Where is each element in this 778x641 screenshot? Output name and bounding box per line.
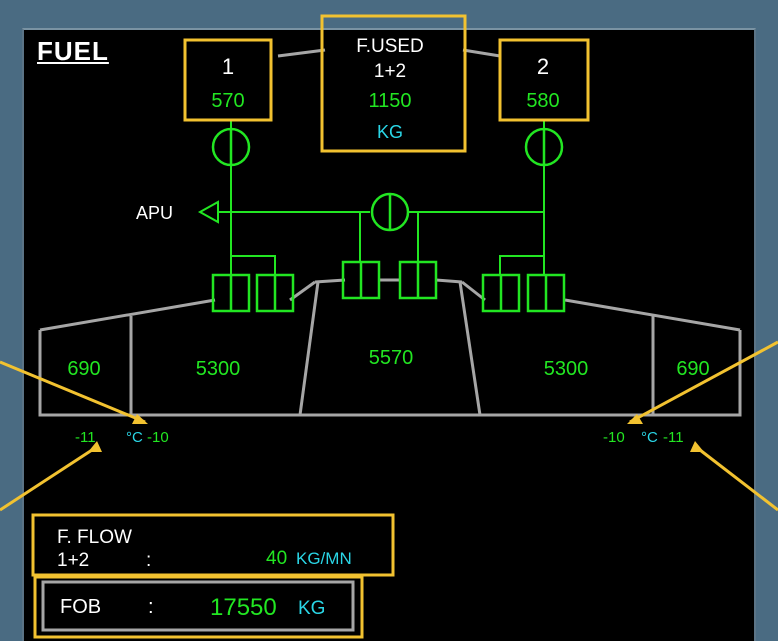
left-outer-temp: -11 xyxy=(75,429,96,446)
engine-1-label: 1 xyxy=(222,54,234,79)
fob-value: 17550 xyxy=(210,594,277,621)
callout-right-outer-temp xyxy=(699,448,778,512)
highlight-annotations xyxy=(0,14,778,639)
fuel-used-engines-label: 1+2 xyxy=(374,61,406,82)
fuel-flow-value: 40 xyxy=(266,548,287,569)
engine-1-fuel-used-value: 570 xyxy=(211,90,244,112)
crossfeed-valve-icon xyxy=(370,192,410,232)
fob-highlight-box xyxy=(33,575,364,639)
right-temp-unit: °C xyxy=(641,429,658,446)
left-inner-pump-2-icon xyxy=(255,273,295,313)
right-inner-pump-2-icon xyxy=(526,273,566,313)
left-temp-unit: °C xyxy=(126,429,143,446)
fob-label: FOB xyxy=(60,596,101,618)
apu-label: APU xyxy=(136,203,173,223)
fob-frame xyxy=(41,580,355,632)
engine-2-label: 2 xyxy=(537,54,549,79)
display-bezel xyxy=(22,28,756,641)
right-outer-temp: -11 xyxy=(663,429,684,446)
tank-right-inner-qty: 5300 xyxy=(544,358,589,380)
wing-tank-outline xyxy=(38,48,742,417)
callout-left-inner-temp xyxy=(0,360,146,424)
engine-2-lp-valve-icon xyxy=(524,127,564,167)
fuel-flow-highlight-box xyxy=(31,513,395,577)
left-inner-temp: -10 xyxy=(147,429,169,446)
engine-1-lp-valve-icon xyxy=(211,127,251,167)
fuel-flow-separator: : xyxy=(146,550,151,571)
fuel-used-label: F.USED xyxy=(356,36,424,57)
fob-unit: KG xyxy=(298,598,325,619)
right-inner-pump-1-icon xyxy=(481,273,521,313)
callout-right-inner-temp xyxy=(629,340,778,424)
fuel-used-highlight-box xyxy=(320,14,467,153)
fuel-flow-unit: KG/MN xyxy=(296,549,352,568)
tank-right-outer-qty: 690 xyxy=(676,358,709,380)
fuel-used-unit: KG xyxy=(377,122,403,142)
fuel-flow-label: F. FLOW xyxy=(57,527,132,548)
callout-left-outer-temp xyxy=(0,448,93,512)
engine-2-highlight-box xyxy=(498,38,590,122)
left-inner-pump-1-icon xyxy=(211,273,251,313)
page-title: FUEL xyxy=(37,36,109,66)
fuel-used-total-value: 1150 xyxy=(368,90,411,112)
right-inner-temp: -10 xyxy=(603,429,625,446)
callout-arrowheads xyxy=(88,414,704,452)
tank-left-inner-qty: 5300 xyxy=(196,358,241,380)
engine-2-fuel-used-value: 580 xyxy=(526,90,559,112)
apu-triangle-icon xyxy=(197,200,219,224)
tank-center-qty: 5570 xyxy=(369,347,414,369)
fuel-flow-engines-label: 1+2 xyxy=(57,550,89,571)
center-pump-left-icon xyxy=(341,260,381,300)
fob-separator: : xyxy=(148,596,154,618)
center-pump-right-icon xyxy=(398,260,438,300)
fuel-lines xyxy=(218,120,545,275)
tank-left-outer-qty: 690 xyxy=(67,358,100,380)
engine-1-highlight-box xyxy=(183,38,273,122)
